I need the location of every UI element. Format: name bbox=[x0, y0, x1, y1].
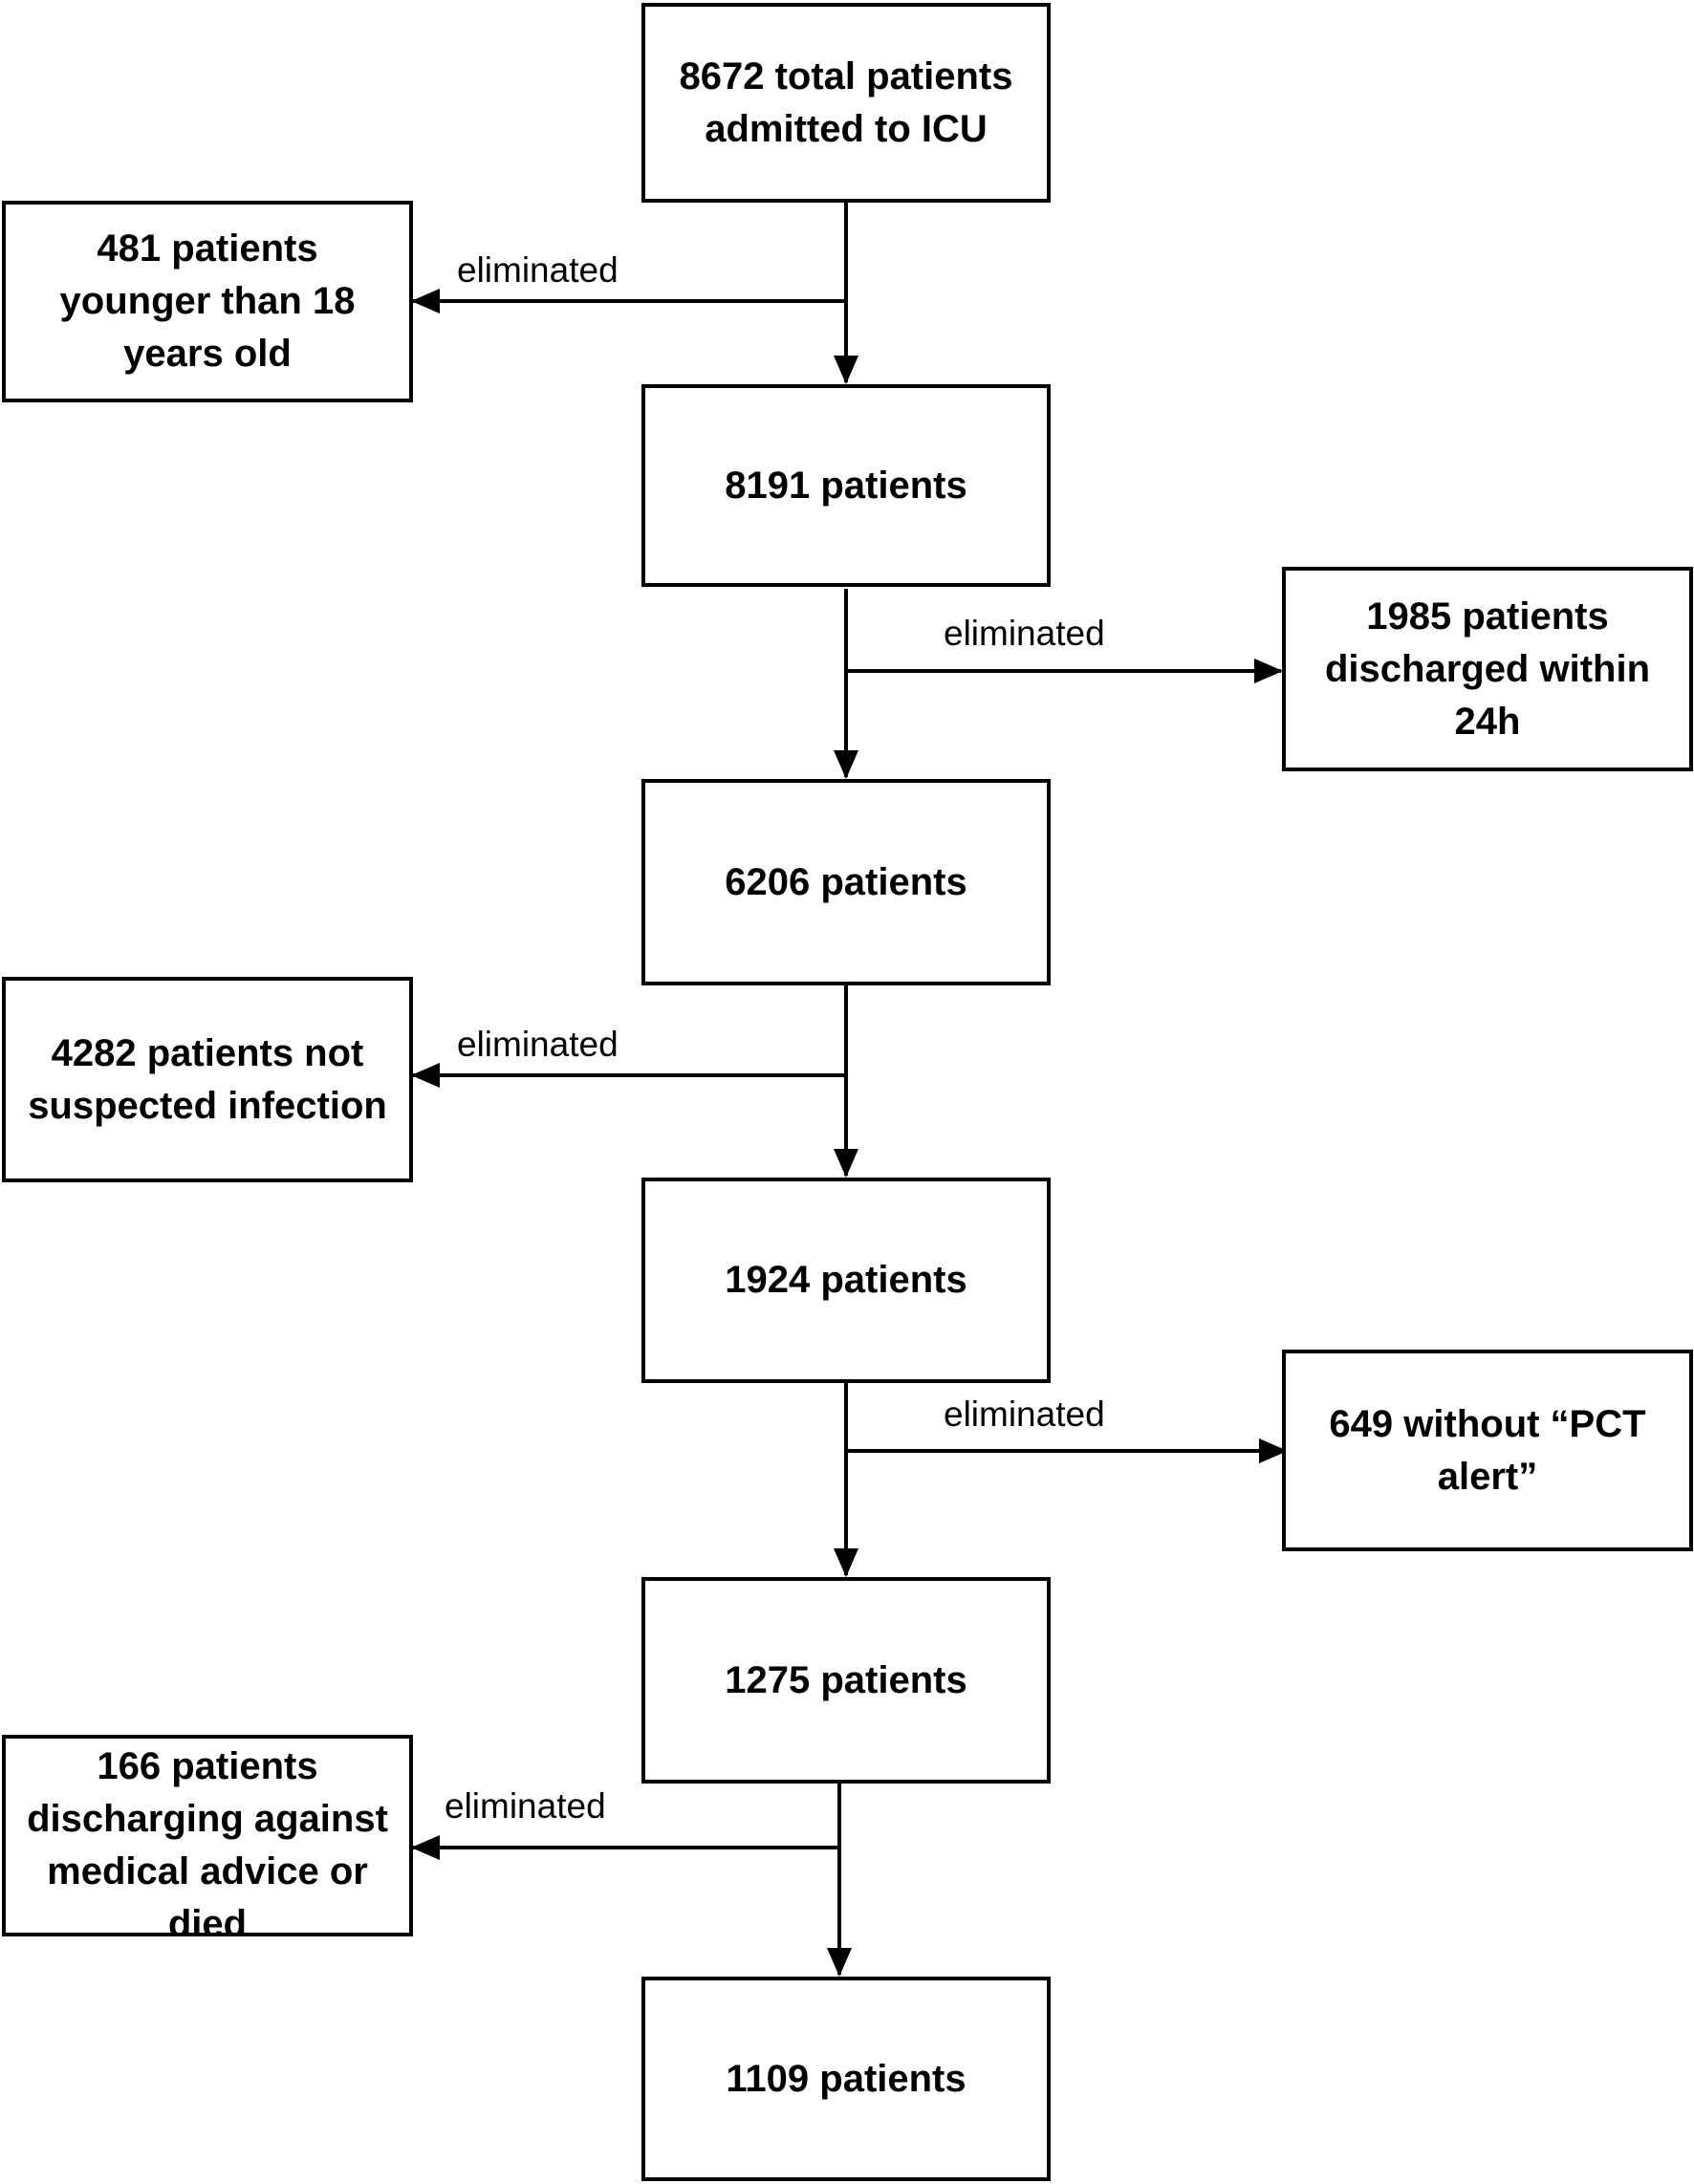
node-excluded-against-advice-or-died-text: 166 patients discharging against medical… bbox=[27, 1745, 388, 1936]
edge-label-eliminated: eliminated bbox=[457, 1025, 619, 1064]
node-total-admitted-text: 8672 total patients admitted to ICU bbox=[679, 54, 1013, 150]
node-8191-patients-text: 8191 patients bbox=[725, 464, 967, 507]
node-6206-patients: 6206 patients bbox=[641, 779, 1051, 985]
node-excluded-under-18: 481 patients younger than 18 years old bbox=[2, 201, 413, 402]
node-1924-patients: 1924 patients bbox=[641, 1178, 1051, 1383]
node-excluded-no-infection: 4282 patients not suspected infection bbox=[2, 977, 413, 1182]
node-1924-patients-text: 1924 patients bbox=[725, 1259, 967, 1301]
node-6206-patients-text: 6206 patients bbox=[725, 860, 967, 903]
edge-label-eliminated: eliminated bbox=[445, 1786, 606, 1826]
node-1109-patients: 1109 patients bbox=[641, 1977, 1051, 2181]
edge-label-eliminated: eliminated bbox=[944, 614, 1105, 653]
node-1275-patients-text: 1275 patients bbox=[725, 1658, 967, 1701]
node-excluded-discharged-24h-text: 1985 patients discharged within 24h bbox=[1324, 595, 1651, 743]
node-total-admitted: 8672 total patients admitted to ICU bbox=[641, 3, 1051, 203]
node-1109-patients-text: 1109 patients bbox=[726, 2057, 966, 2100]
node-1275-patients: 1275 patients bbox=[641, 1577, 1051, 1784]
node-excluded-no-infection-text: 4282 patients not suspected infection bbox=[28, 1031, 387, 1127]
node-excluded-no-pct-alert: 649 without “PCT alert” bbox=[1282, 1350, 1693, 1551]
node-excluded-no-pct-alert-text: 649 without “PCT alert” bbox=[1329, 1402, 1646, 1498]
node-excluded-under-18-text: 481 patients younger than 18 years old bbox=[59, 227, 356, 375]
node-8191-patients: 8191 patients bbox=[641, 384, 1051, 587]
edge-label-eliminated: eliminated bbox=[457, 250, 619, 290]
node-excluded-against-advice-or-died: 166 patients discharging against medical… bbox=[2, 1735, 413, 1936]
edge-label-eliminated: eliminated bbox=[944, 1395, 1105, 1434]
node-excluded-discharged-24h: 1985 patients discharged within 24h bbox=[1282, 567, 1693, 771]
